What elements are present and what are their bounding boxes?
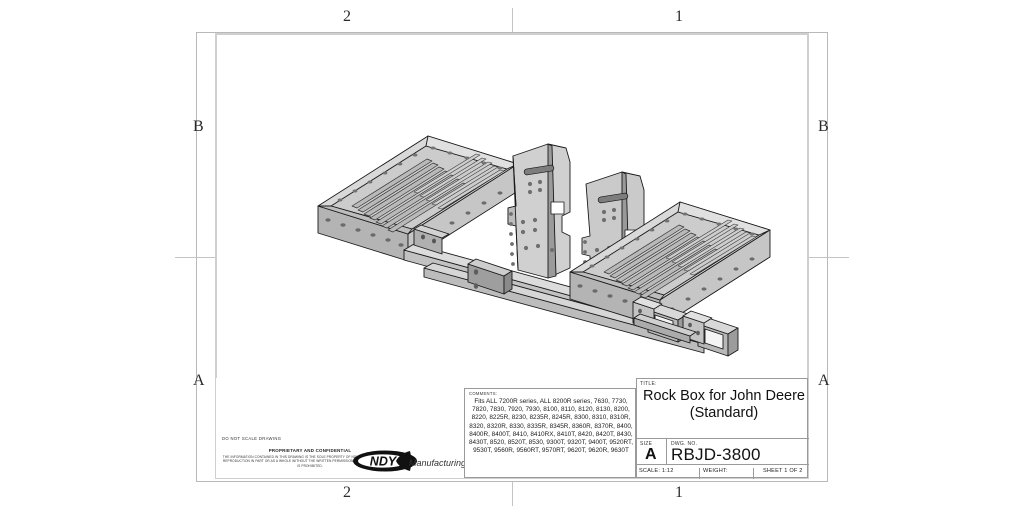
proprietary-notice: PROPRIETARY AND CONFIDENTIAL THE INFORMA… bbox=[222, 448, 398, 476]
title-row: TITLE: Rock Box for John Deere (Standard… bbox=[637, 379, 809, 439]
title-block-area: DO NOT SCALE DRAWING PROPRIETARY AND CON… bbox=[216, 378, 809, 479]
title-label: TITLE: bbox=[640, 381, 657, 387]
dwg-number-value: RBJD-3800 bbox=[671, 445, 761, 464]
isometric-assembly-view bbox=[218, 36, 806, 376]
zone-label-top-2: 2 bbox=[343, 8, 351, 25]
ndy-manufacturing-logo: NDY Manufacturing bbox=[352, 446, 464, 476]
dwg-number-row: SIZE A DWG. NO. RBJD-3800 bbox=[637, 439, 809, 465]
logo-word-text: Manufacturing bbox=[409, 458, 464, 468]
zone-label-top-1: 1 bbox=[675, 8, 683, 25]
comments-label: COMMENTS: bbox=[469, 391, 498, 396]
zone-label-right-b: B bbox=[818, 118, 829, 135]
zone-tick-right bbox=[809, 257, 849, 258]
notes-panel: DO NOT SCALE DRAWING PROPRIETARY AND CON… bbox=[216, 378, 464, 478]
size-cell: SIZE A bbox=[637, 439, 667, 465]
zone-tick-top bbox=[512, 8, 513, 32]
frame-line-bottom bbox=[196, 481, 828, 482]
zone-label-bottom-1: 1 bbox=[675, 484, 683, 501]
zone-label-bottom-2: 2 bbox=[343, 484, 351, 501]
weight-label: WEIGHT: bbox=[699, 468, 728, 479]
size-label: SIZE bbox=[640, 441, 653, 447]
frame-line-top bbox=[196, 32, 828, 33]
zone-label-right-a: A bbox=[818, 372, 830, 389]
comments-text: Fits ALL 7200R series, ALL 8200R series,… bbox=[468, 398, 634, 455]
zone-tick-left bbox=[175, 257, 215, 258]
logo-mark-text: NDY bbox=[370, 455, 398, 469]
zone-label-left-b: B bbox=[193, 118, 204, 135]
title-block: TITLE: Rock Box for John Deere (Standard… bbox=[636, 378, 809, 479]
zone-label-left-a: A bbox=[193, 372, 205, 389]
size-value: A bbox=[645, 446, 657, 463]
proprietary-body: THE INFORMATION CONTAINED IN THIS DRAWIN… bbox=[222, 454, 398, 468]
dwg-number-label: DWG. NO. bbox=[671, 441, 698, 447]
footer-row: SCALE: 1:12 WEIGHT: SHEET 1 OF 2 bbox=[637, 465, 809, 479]
do-not-scale-note: DO NOT SCALE DRAWING bbox=[222, 436, 282, 441]
comments-box: COMMENTS: Fits ALL 7200R series, ALL 820… bbox=[464, 388, 636, 478]
scale-value: SCALE: 1:12 bbox=[639, 468, 674, 474]
zone-tick-bottom bbox=[512, 482, 513, 506]
drawing-title: Rock Box for John Deere (Standard) bbox=[643, 388, 805, 421]
proprietary-title: PROPRIETARY AND CONFIDENTIAL bbox=[268, 448, 352, 453]
sheet-number: SHEET 1 OF 2 bbox=[753, 468, 803, 479]
